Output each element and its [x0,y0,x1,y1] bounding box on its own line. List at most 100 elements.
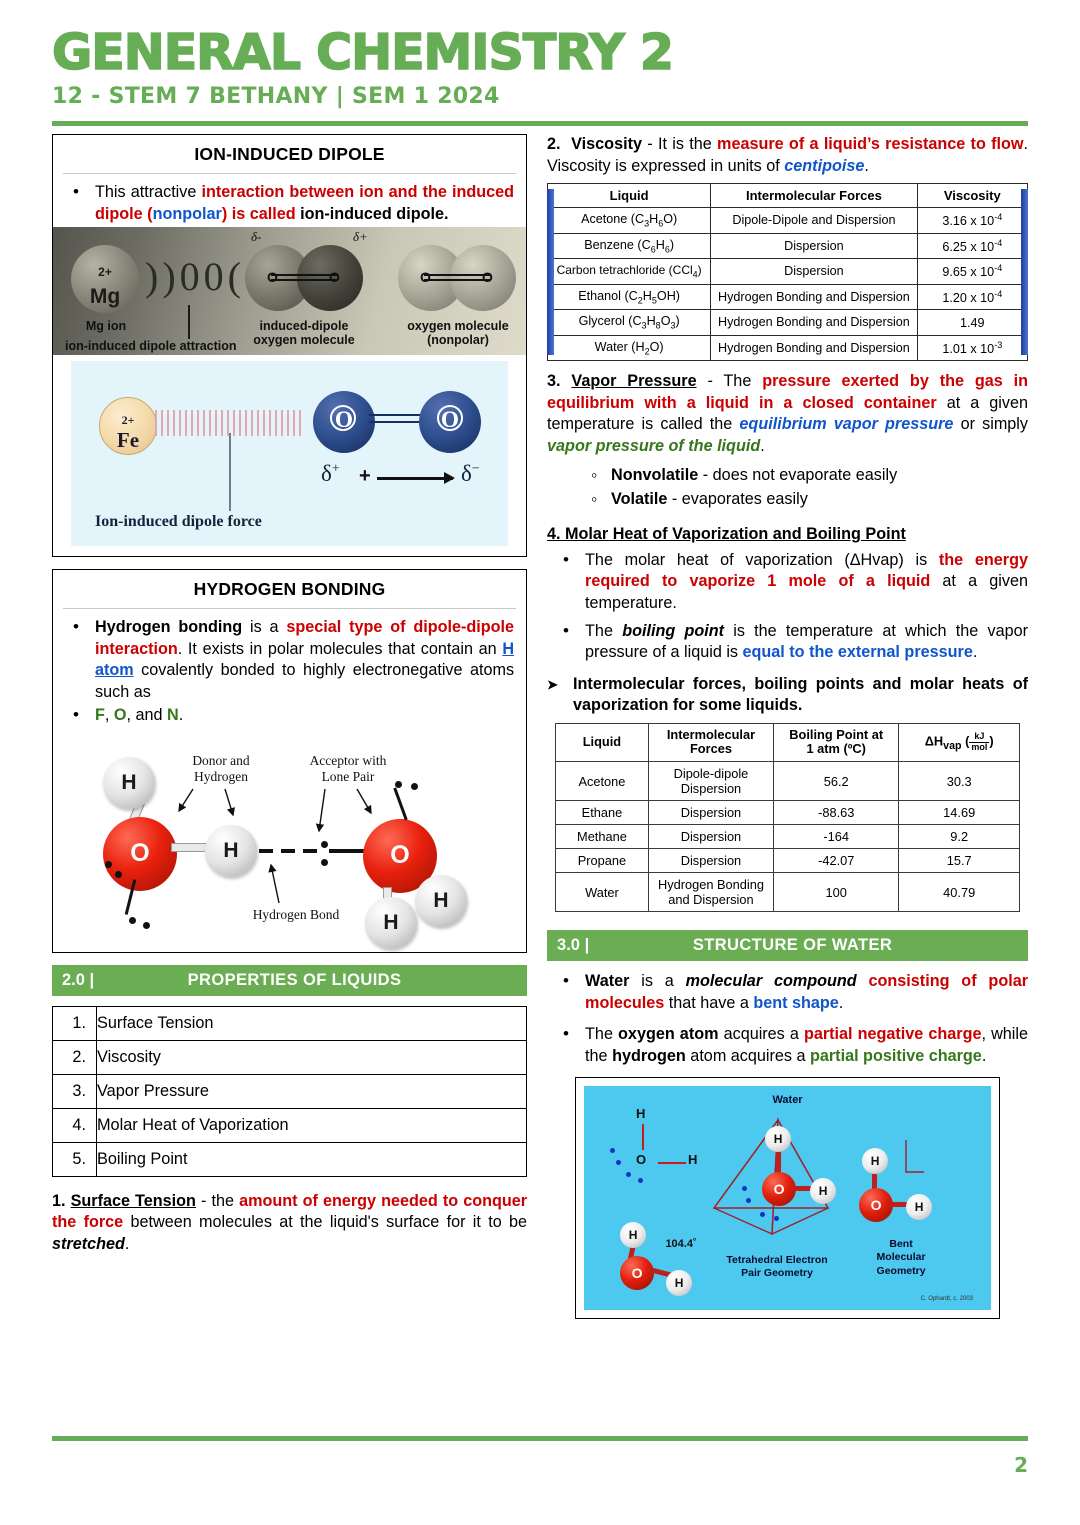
list-item: Intermolecular forces, boiling points an… [547,674,1028,717]
table-row: 2.Viscosity [52,1039,528,1075]
cell-viscosity: 3.16 x 10-4 [916,207,1029,234]
term-vapor-pressure: Vapor Pressure [571,372,697,391]
text-run-vapor-pressure: vapor pressure of the liquid [547,436,761,455]
label-line-3: Geometry [876,1264,926,1277]
value-mantissa: 1.01 x 10 [942,341,995,356]
text-run: covalently bonded to highly electronegat… [95,661,515,701]
header-line-2: Forces [689,741,732,757]
text-run: is a [629,972,686,991]
bond-line [329,848,369,853]
table-row: Acetone (C3H6O) Dipole-Dipole and Disper… [547,207,1029,234]
cell-liquid: Acetone (C3H6O) [547,207,712,234]
text-run: - the [195,1191,240,1210]
cell-liquid: Ethanol (C2H5OH) [547,283,712,311]
list-item: Hydrogen bonding is a special type of di… [65,616,515,703]
cell-boiling-point: -164 [773,824,900,850]
text-run: , [104,706,114,725]
text-run-emphasis: measure of a liquid’s resistance to flow [717,135,1024,153]
cell-hvap: 40.79 [898,872,1020,913]
text-run-emphasis: partial positive charge [809,1046,982,1065]
text-run-nonpolar: nonpolar [152,204,222,223]
cell-forces: Hydrogen Bonding and Dispersion [710,309,918,336]
properties-of-liquids-list: 1.Surface Tension 2.Viscosity 3.Vapor Pr… [52,1005,528,1177]
electron-dot [760,1212,766,1218]
hydrogen-bonding-figure: Donor and Hydrogen Acceptor with Lone Pa… [53,738,527,952]
text-run: . [972,643,978,662]
page-subtitle: 12 - STEM 7 BETHANY | SEM 1 2024 [52,84,500,109]
term-viscosity: Viscosity [571,135,642,153]
section-number: 3.0 | [557,936,590,955]
cell-forces: Dispersion [647,800,775,826]
column-header-forces: Intermolecular Forces [710,183,918,209]
hydrogen-atom [666,1270,693,1297]
element-o: O [113,706,127,725]
hydrogen-atom [103,756,155,809]
viscosity-paragraph: 2. Viscosity - It is the measure of a li… [547,134,1028,177]
fe-ion-induced-dipole-figure: Fe2+ Ion-induced dipole force δ+ + δ− [71,361,509,547]
cell-liquid: Carbon tetrachloride (CCl4) [547,258,712,285]
text-run: . Viscosity is expressed in units of [547,135,1028,175]
field-lines-icon: ) ) 0 0 ( ( [145,254,258,300]
item-label: Viscosity [95,1039,528,1075]
hydrogen-bonding-box: HYDROGEN BONDING Hydrogen bonding is a s… [52,569,528,953]
cell-forces: Hydrogen Bonding and Dispersion [710,334,918,362]
text-run: - The [696,372,763,391]
header-line-2: 1 atm (ºC) [806,741,866,757]
text-run-emphasis: interaction between ion and the induced … [95,183,515,223]
term-surface-tension: Surface Tension [70,1191,196,1210]
table-header-row: Liquid Intermolecular Forces Viscosity [547,183,1029,209]
list-item: F, O, and N. [65,704,514,727]
label-line-1: Donor and [192,752,250,768]
oxygen-atom [762,1172,797,1207]
lone-pair-dot [411,782,418,790]
item-number: 5. [52,1141,97,1177]
table-row: Benzene (C6H6) Dispersion 6.25 x 10-4 [547,232,1029,260]
text-run-italic: stretched [52,1234,125,1253]
text-run: ( [142,204,153,223]
text-run-emphasis: partial negative charge [803,1025,982,1044]
value-exponent: -3 [994,339,1003,350]
caption-line-2: (nonpolar) [427,333,489,348]
hydrogen-atom-donor [205,824,257,877]
ion-induced-dipole-title: ION-INDUCED DIPOLE [194,144,385,164]
term-nonvolatile: Nonvolatile [611,466,699,485]
element-n: N [167,706,179,725]
cell-hvap: 30.3 [898,761,1020,802]
label-line-2: Pair Geometry [741,1267,813,1280]
text-run: between molecules at the liquid's surfac… [123,1213,528,1232]
caption-line-1: induced-dipole [259,319,349,334]
text-run: The [585,1025,619,1044]
list-item: The molar heat of vaporization (ΔHvap) i… [555,549,1028,615]
hydrogen-atom [765,1126,792,1153]
list-item: Nonvolatile - does not evaporate easily [581,464,1028,487]
list-item: This attractive interaction between ion … [65,181,515,225]
lone-pair-line [393,787,408,821]
forces-line-1: Dipole-dipole [673,766,749,782]
fe-label: Fe [116,428,140,453]
text-run-emphasis: consisting of polar molecules [585,972,1029,1012]
cell-boiling-point: -42.07 [773,848,900,874]
hbond-bullet-list: Hydrogen bonding is a special type of di… [65,616,515,727]
nonpolar-o2-molecule: O O [398,245,516,312]
cell-boiling-point: -88.63 [773,800,900,826]
term-boiling-point: boiling point [622,621,725,640]
value-mantissa: 3.16 x 10 [942,214,995,229]
o2a-left-symbol: O [267,269,278,286]
oxygen-ring-left [330,405,356,432]
hbond-dash [259,848,273,853]
hydrogen-atom [862,1148,889,1175]
h-atom-link[interactable]: H atom [95,639,515,680]
delta-plus-label: δ+ [353,229,368,245]
text-run: , and [126,706,167,725]
value-mantissa: 6.25 x 10 [942,239,995,254]
value-exponent: -4 [994,263,1003,274]
cell-hvap: 14.69 [898,800,1020,826]
cell-hvap: 9.2 [898,824,1020,850]
mg-ion-caption: Mg ion [85,319,127,334]
item-label: Surface Tension [95,1005,528,1041]
table-row: 5.Boiling Point [52,1141,528,1177]
